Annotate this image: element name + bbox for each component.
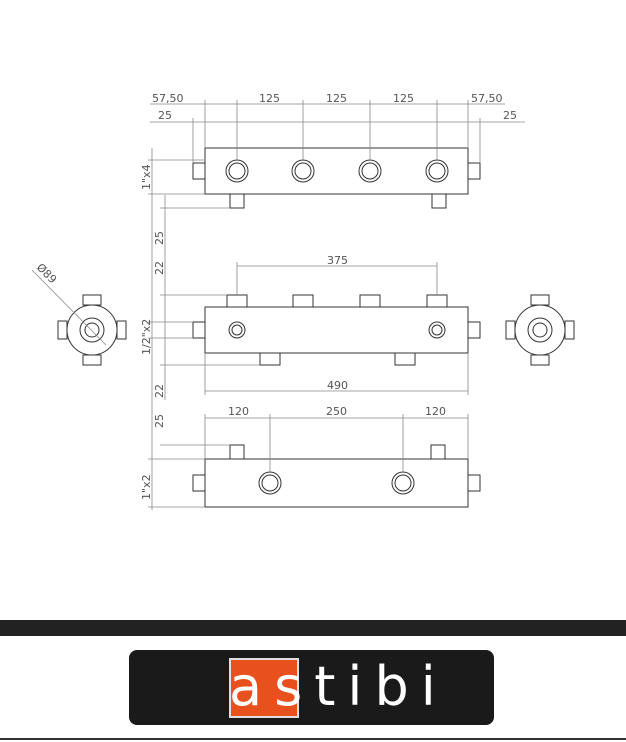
dim-22-bottom: 22 — [153, 384, 166, 398]
label-half-x2: 1/2"x2 — [140, 319, 153, 355]
dim-25-right: 25 — [503, 109, 517, 122]
logo-text: astibi — [229, 655, 448, 718]
diameter-label: Ø89 — [34, 261, 59, 286]
dim-120-right: 120 — [425, 405, 446, 418]
top-bottom-left-stub — [229, 193, 245, 209]
manifold-bottom-body — [204, 458, 469, 508]
dim-125-1: 125 — [259, 92, 280, 105]
dim-375: 375 — [327, 254, 348, 267]
label-1x4: 1"x4 — [140, 164, 153, 190]
dim-57-right: 57,50 — [471, 92, 503, 105]
dim-490: 490 — [327, 379, 348, 392]
dim-22-top: 22 — [153, 261, 166, 275]
dim-25-left: 25 — [158, 109, 172, 122]
top-bottom-right-stub — [431, 193, 447, 209]
divider-bar — [0, 620, 626, 636]
label-1x2: 1"x2 — [140, 474, 153, 500]
bottom-line — [0, 738, 626, 740]
brand-logo: astibi — [129, 650, 494, 725]
dim-57-left: 57,50 — [152, 92, 184, 105]
technical-drawing: 57,50 125 125 125 57,50 25 25 375 490 12… — [31, 92, 575, 510]
top-left-stub — [192, 162, 206, 180]
dim-25-vert: 25 — [153, 231, 166, 245]
dim-120-left: 120 — [228, 405, 249, 418]
dim-250: 250 — [326, 405, 347, 418]
top-right-stub — [467, 162, 481, 180]
dim-125-3: 125 — [393, 92, 414, 105]
dim-125-2: 125 — [326, 92, 347, 105]
side-view-right — [514, 304, 566, 356]
logo-highlight — [229, 658, 299, 718]
dim-25-bottom: 25 — [153, 414, 166, 428]
side-view-left — [66, 304, 118, 356]
